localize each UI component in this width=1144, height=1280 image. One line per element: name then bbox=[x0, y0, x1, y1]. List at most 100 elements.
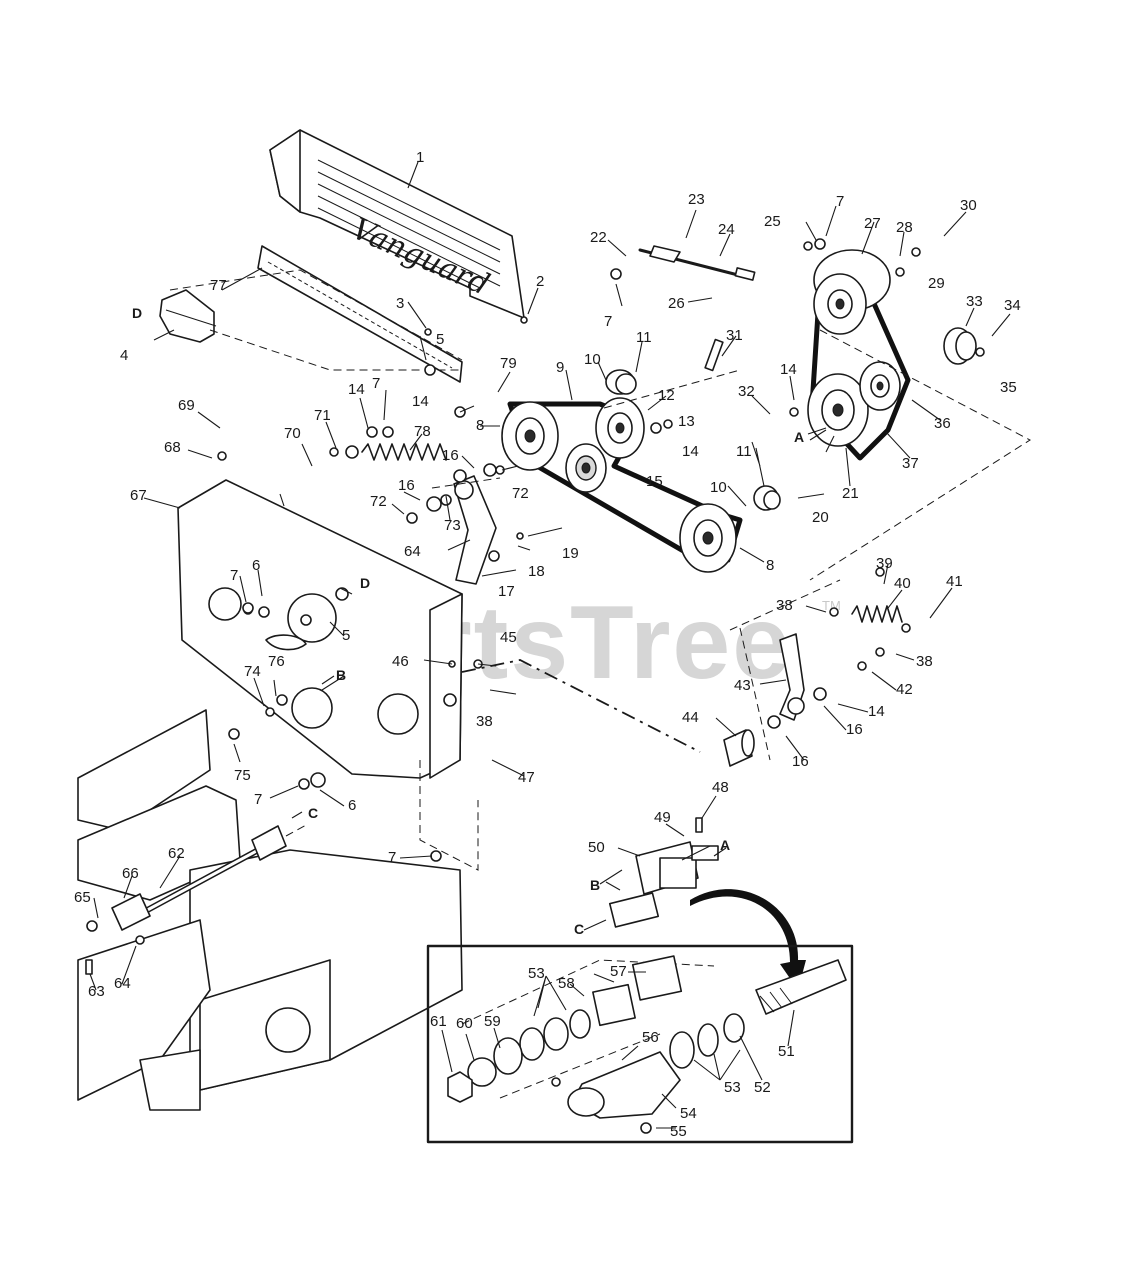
callout-52: 52 bbox=[754, 1079, 771, 1096]
callout-5-top: 5 bbox=[436, 331, 444, 348]
callout-79: 79 bbox=[500, 355, 517, 372]
chassis-frame bbox=[77, 709, 463, 1111]
letter-d-bracket: D bbox=[132, 305, 142, 321]
callout-63: 63 bbox=[88, 983, 105, 1000]
callout-39: 39 bbox=[876, 555, 893, 572]
callout-67: 67 bbox=[130, 487, 147, 504]
callout-48: 48 bbox=[712, 779, 729, 796]
callout-31: 31 bbox=[726, 327, 743, 344]
callout-62: 62 bbox=[168, 845, 185, 862]
callout-7-frame: 7 bbox=[230, 567, 238, 584]
callout-14-d: 14 bbox=[780, 361, 797, 378]
callout-3: 3 bbox=[396, 295, 404, 312]
detail-letter-labels: D D A A B B C C bbox=[132, 305, 804, 937]
callout-11-lower: 11 bbox=[736, 443, 752, 460]
callout-12: 12 bbox=[658, 387, 675, 404]
callout-61: 61 bbox=[430, 1013, 447, 1030]
callout-29: 29 bbox=[928, 275, 945, 292]
callout-64-lower: 64 bbox=[114, 975, 131, 992]
callout-49: 49 bbox=[654, 809, 671, 826]
callout-7-chassis: 7 bbox=[388, 849, 396, 866]
hardware bbox=[85, 238, 985, 975]
callout-43: 43 bbox=[734, 677, 751, 694]
leader-lines bbox=[89, 161, 1011, 1129]
callout-77: 77 bbox=[210, 277, 227, 294]
letter-a-spindle: A bbox=[720, 837, 730, 853]
callout-57: 57 bbox=[610, 963, 627, 980]
callout-65: 65 bbox=[74, 889, 91, 906]
callout-30: 30 bbox=[960, 197, 977, 214]
callout-75: 75 bbox=[234, 767, 251, 784]
callout-74: 74 bbox=[244, 663, 261, 680]
callout-16-a: 16 bbox=[442, 447, 459, 464]
callout-14-c: 14 bbox=[348, 381, 365, 398]
callout-8-left: 8 bbox=[476, 417, 484, 434]
bracket-11-lower bbox=[753, 485, 781, 511]
callout-36: 36 bbox=[934, 415, 951, 432]
callout-53-b: 53 bbox=[724, 1079, 741, 1096]
mount-bracket bbox=[159, 289, 215, 343]
idler-arm-17 bbox=[453, 475, 497, 585]
callout-7-rod: 7 bbox=[604, 313, 612, 330]
callout-66: 66 bbox=[122, 865, 139, 882]
callout-33: 33 bbox=[966, 293, 983, 310]
callout-59: 59 bbox=[484, 1013, 501, 1030]
letter-b-spindle: B bbox=[590, 877, 600, 893]
callout-54: 54 bbox=[680, 1105, 697, 1122]
pulley-21 bbox=[807, 373, 869, 447]
letter-c-spindle: C bbox=[574, 921, 584, 937]
callout-22: 22 bbox=[590, 229, 607, 246]
callout-14-a: 14 bbox=[682, 443, 699, 460]
callout-2: 2 bbox=[536, 273, 544, 290]
callout-9: 9 bbox=[556, 359, 564, 376]
callout-17: 17 bbox=[498, 583, 515, 600]
callout-41: 41 bbox=[946, 573, 963, 590]
callout-24: 24 bbox=[718, 221, 735, 238]
letter-d-frame: D bbox=[360, 575, 370, 591]
callout-7-spring: 7 bbox=[372, 375, 380, 392]
callout-35: 35 bbox=[1000, 379, 1017, 396]
callout-70: 70 bbox=[284, 425, 301, 442]
pulley-15 bbox=[565, 443, 607, 493]
pulley-right-8 bbox=[679, 503, 737, 573]
callout-38-b: 38 bbox=[916, 653, 933, 670]
idler-bushing-44 bbox=[723, 729, 755, 767]
callout-4: 4 bbox=[120, 347, 128, 364]
callout-72-a: 72 bbox=[512, 485, 529, 502]
callout-78: 78 bbox=[414, 423, 431, 440]
spindle-detail-box bbox=[426, 944, 854, 1144]
callout-21: 21 bbox=[842, 485, 859, 502]
clutch-27 bbox=[813, 249, 891, 335]
bracket-11-upper bbox=[605, 369, 637, 395]
callout-71: 71 bbox=[314, 407, 331, 424]
callout-6-lower: 6 bbox=[348, 797, 356, 814]
callout-26: 26 bbox=[668, 295, 685, 312]
callout-64-upper: 64 bbox=[404, 543, 421, 560]
letter-c-shaft: C bbox=[308, 805, 318, 821]
callout-44: 44 bbox=[682, 709, 699, 726]
callout-46: 46 bbox=[392, 653, 409, 670]
callout-6-frame: 6 bbox=[252, 557, 260, 574]
callout-20: 20 bbox=[812, 509, 829, 526]
callout-16-d: 16 bbox=[792, 753, 809, 770]
callout-38-c: 38 bbox=[476, 713, 493, 730]
callout-1: 1 bbox=[416, 149, 424, 166]
callout-10-upper: 10 bbox=[584, 351, 601, 368]
callout-8-right: 8 bbox=[766, 557, 774, 574]
spring-40 bbox=[851, 605, 903, 623]
callout-23: 23 bbox=[688, 191, 705, 208]
idler-pulley-36 bbox=[859, 361, 901, 411]
control-rod-24 bbox=[638, 245, 756, 281]
callout-34: 34 bbox=[1004, 297, 1021, 314]
callout-68: 68 bbox=[164, 439, 181, 456]
callout-37: 37 bbox=[902, 455, 919, 472]
callout-56: 56 bbox=[642, 1029, 659, 1046]
callout-42: 42 bbox=[896, 681, 913, 698]
callout-53-a: 53 bbox=[528, 965, 545, 982]
callout-19: 19 bbox=[562, 545, 579, 562]
callout-7-lower: 7 bbox=[254, 791, 262, 808]
callout-10-lower: 10 bbox=[710, 479, 727, 496]
callout-labels: 1 2 3 4 5 5 6 6 7 7 7 7 7 7 8 8 9 10 10 … bbox=[74, 149, 1021, 1140]
callout-25: 25 bbox=[764, 213, 781, 230]
callout-38-a: 38 bbox=[776, 597, 793, 614]
